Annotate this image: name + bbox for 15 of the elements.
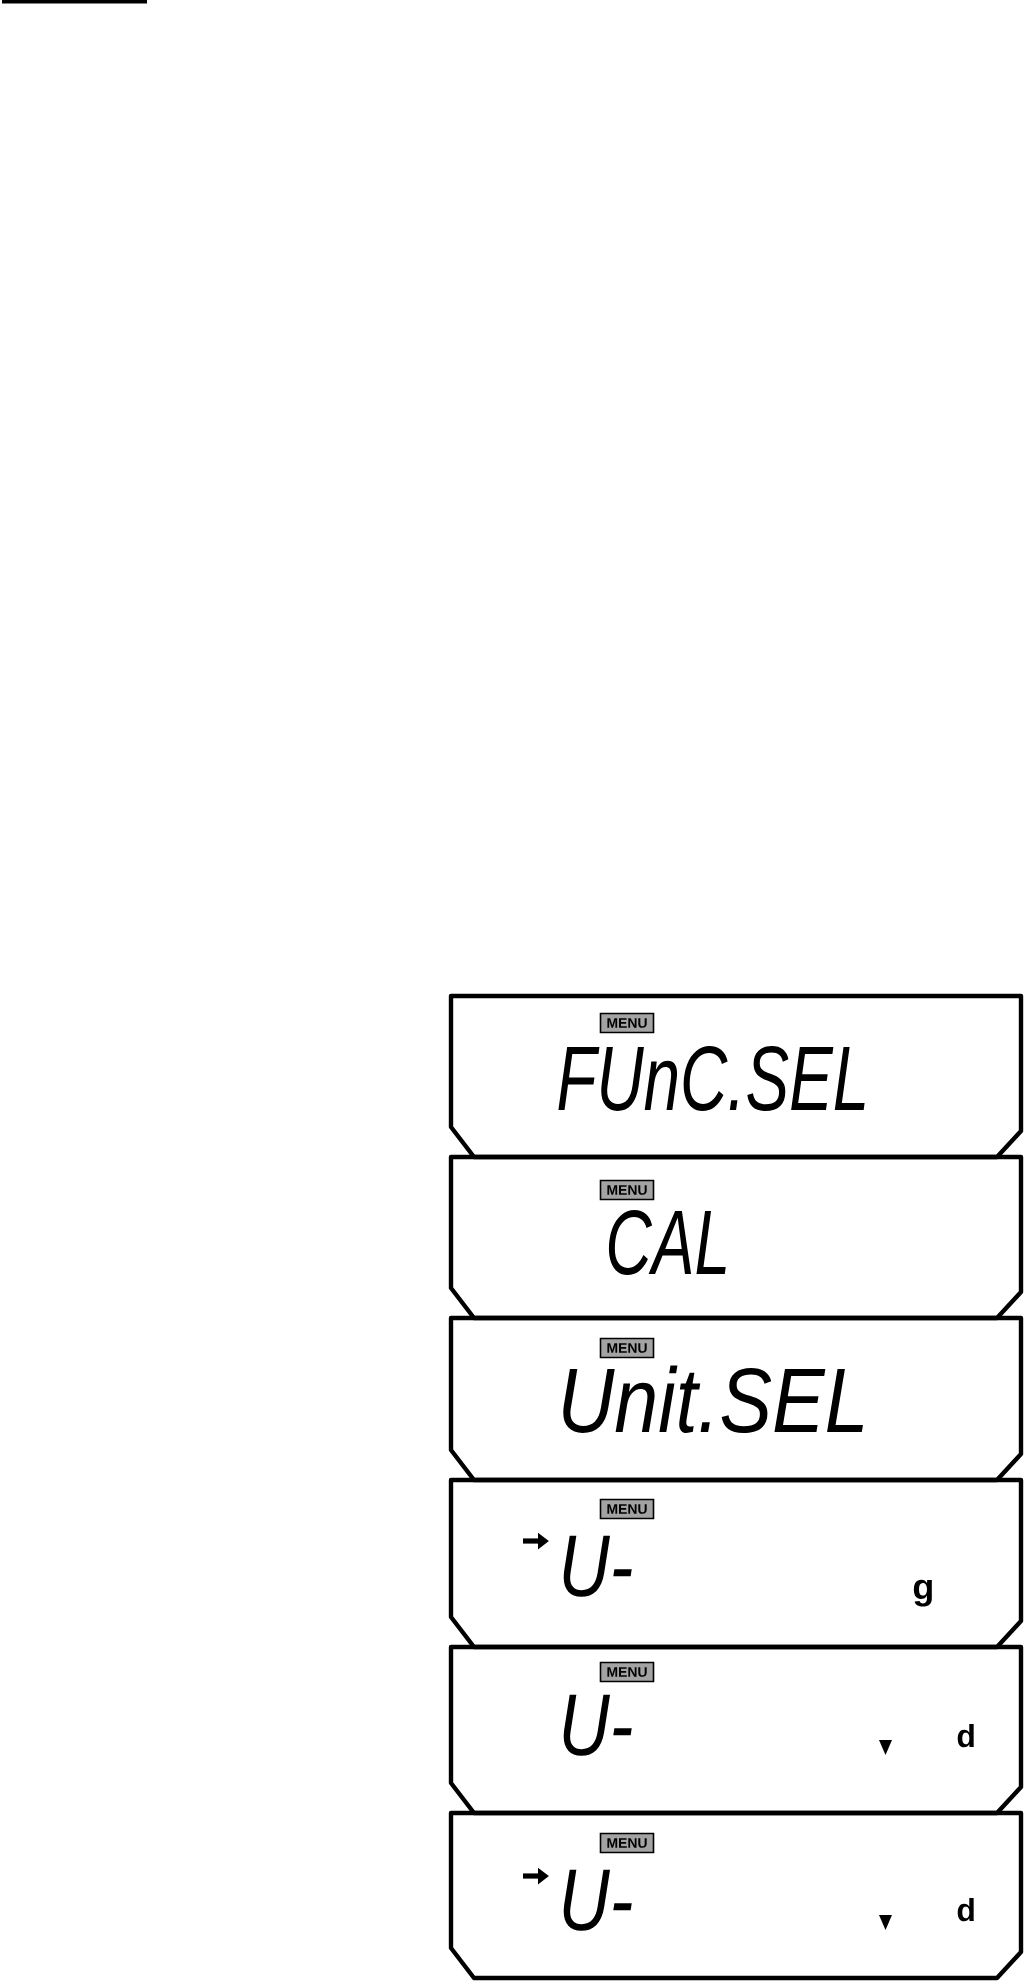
menu-badge: MENU [599, 1498, 655, 1520]
unit-text: g [913, 1579, 932, 1607]
menu-badge: MENU [599, 1661, 655, 1683]
display-text: CAL [608, 1210, 726, 1275]
display-text: U- [563, 1535, 632, 1597]
display-text: U- [563, 1869, 632, 1931]
menu-badge: MENU [599, 1337, 655, 1359]
menu-badge: MENU [599, 1832, 655, 1854]
menu-badge: MENU [599, 1179, 655, 1201]
display-text: U- [563, 1694, 632, 1756]
menu-badge: MENU [599, 1012, 655, 1034]
unit-text: d [957, 1897, 974, 1922]
display-text: FUnC.SEL [558, 1046, 865, 1111]
display-text: Unit.SEL [563, 1365, 863, 1433]
unit-text: d [957, 1723, 974, 1748]
